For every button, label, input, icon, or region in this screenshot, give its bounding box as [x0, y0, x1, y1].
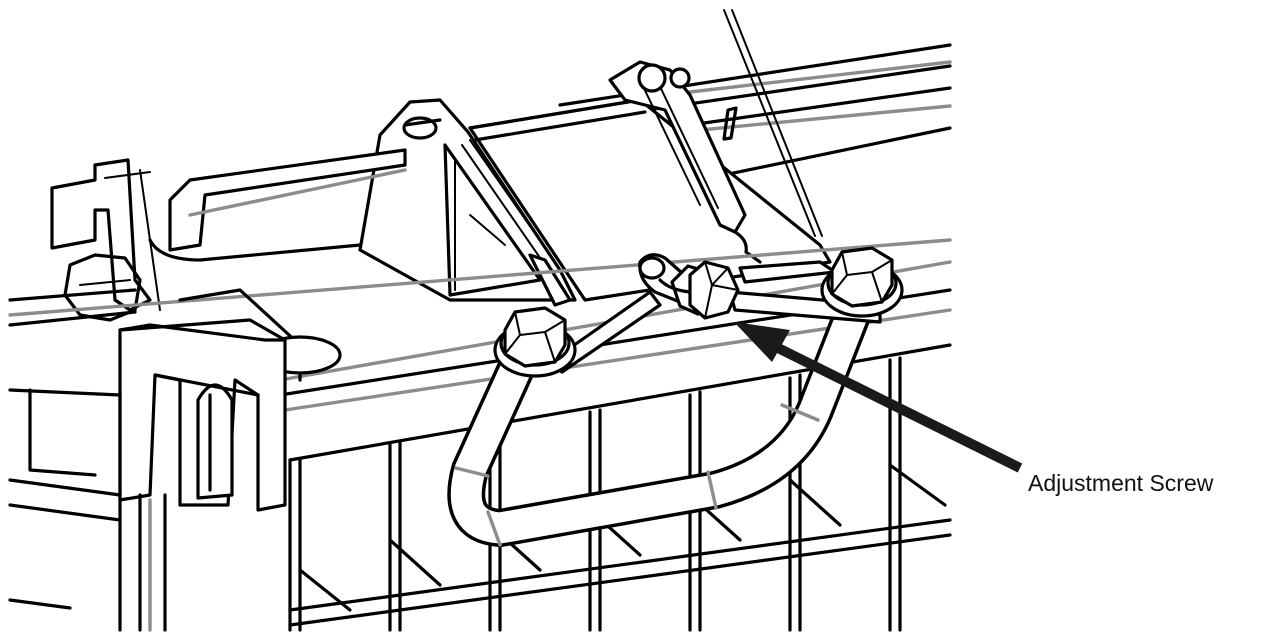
cable: [723, 9, 823, 237]
left-hex-nut: [493, 306, 577, 378]
left-arm-rod: [148, 148, 407, 262]
adjustment-screw: [638, 253, 740, 320]
left-bracket: [358, 98, 577, 307]
left-latch: [50, 158, 161, 322]
callout-label-adjustment-screw: Adjustment Screw: [1028, 470, 1214, 496]
callout-arrow: [734, 322, 1023, 473]
right-pivot-arm: [608, 60, 762, 264]
right-hex-nut: [820, 246, 904, 318]
u-tube: [447, 281, 877, 547]
front-clip-block: [118, 318, 287, 512]
lower-left-frame: [8, 388, 167, 632]
